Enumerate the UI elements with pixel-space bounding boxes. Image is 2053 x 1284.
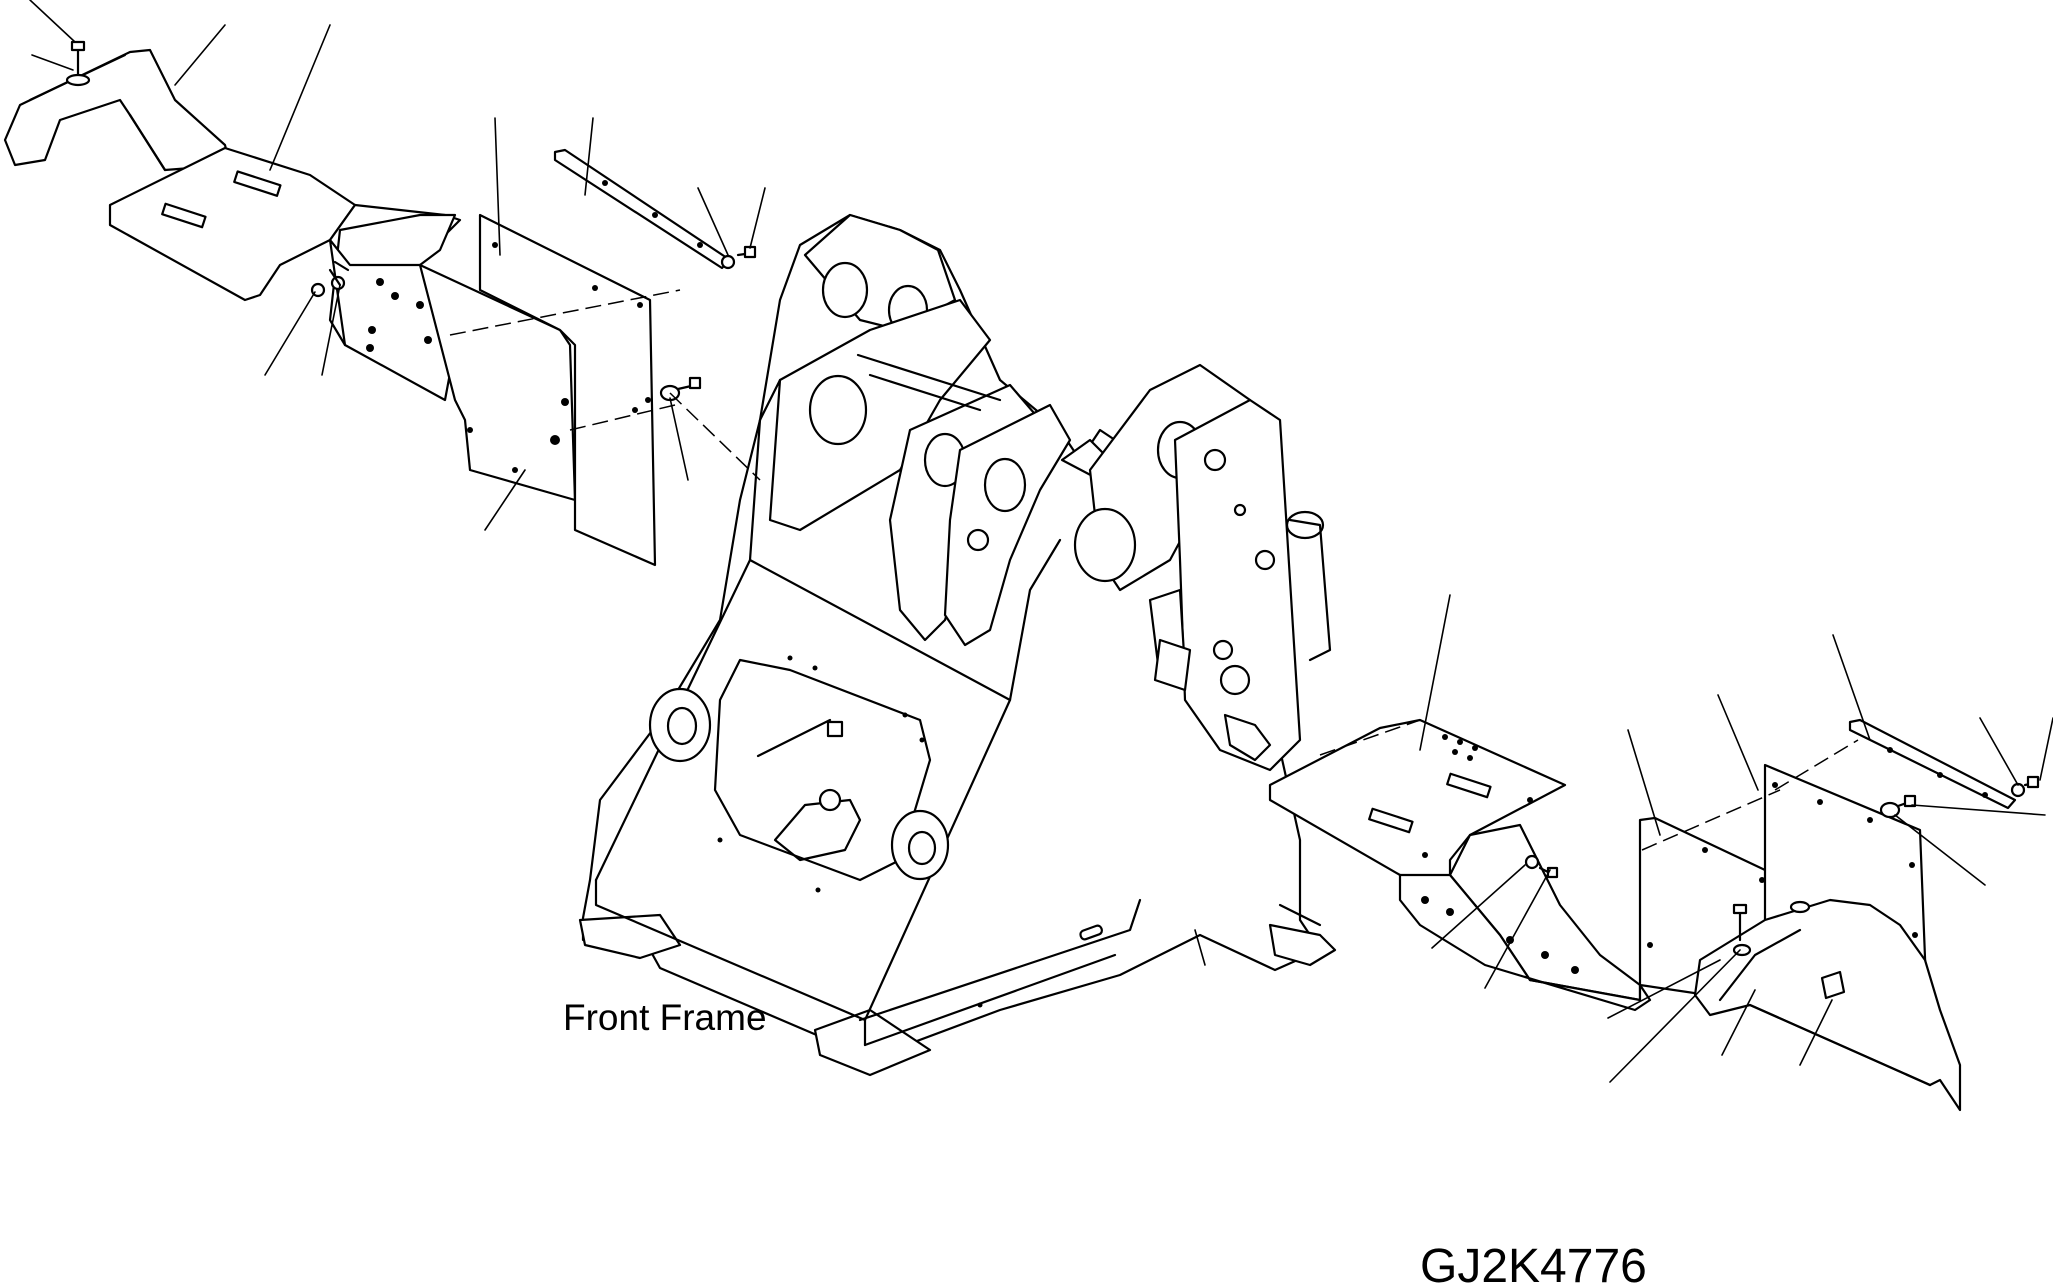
drawing-code-label: GJ2K4776 <box>1420 1240 1647 1284</box>
leader-lines <box>29 0 2053 1083</box>
front-frame <box>578 213 1337 1077</box>
left-cover-assembly <box>3 40 757 567</box>
right-cover-assembly <box>1268 718 2040 1112</box>
front-frame-label: Front Frame <box>563 997 767 1038</box>
alignment-lines <box>449 289 1859 851</box>
